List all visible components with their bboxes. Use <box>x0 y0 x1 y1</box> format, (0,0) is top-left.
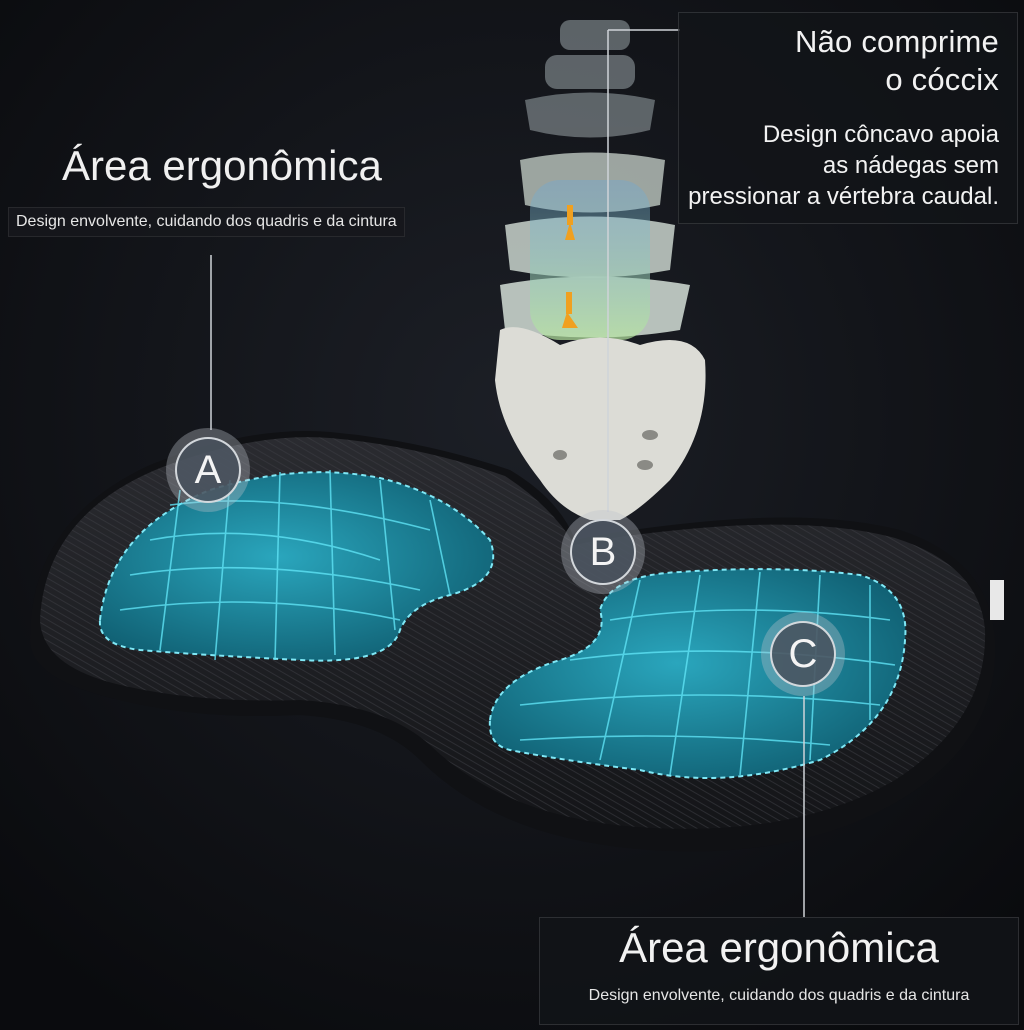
callout-a-subtitle: Design envolvente, cuidando dos quadris … <box>8 207 405 237</box>
seat-cushion <box>30 430 1004 852</box>
callout-a-title: Área ergonômica <box>62 142 382 189</box>
product-tag <box>990 580 1004 620</box>
callout-b-panel: Não comprime o cóccix Design côncavo apo… <box>678 12 1018 224</box>
callout-b-title-line2: o cóccix <box>885 62 999 97</box>
callout-c-subtitle: Design envolvente, cuidando dos quadris … <box>588 987 970 1004</box>
callout-b-text-line3: pressionar a vértebra caudal. <box>688 183 999 210</box>
callout-b-text-line2: as nádegas sem <box>822 152 999 179</box>
badge-c-label: C <box>770 621 836 687</box>
spine-illustration <box>495 20 706 520</box>
gel-pad-left <box>98 469 495 662</box>
badge-a-label: A <box>175 437 241 503</box>
callout-c-panel: Área ergonômica Design envolvente, cuida… <box>539 917 1019 1025</box>
badge-b-label: B <box>570 519 636 585</box>
callout-b-text-line1: Design côncavo apoia <box>762 121 999 148</box>
pressure-arrow-icon <box>565 222 575 240</box>
badge-c: C <box>761 612 845 696</box>
pressure-arrow-icon <box>562 312 578 328</box>
badge-a: A <box>166 428 250 512</box>
callout-b-title-line1: Não comprime <box>795 24 999 59</box>
badge-b: B <box>561 510 645 594</box>
callout-c-title: Área ergonômica <box>619 924 939 971</box>
